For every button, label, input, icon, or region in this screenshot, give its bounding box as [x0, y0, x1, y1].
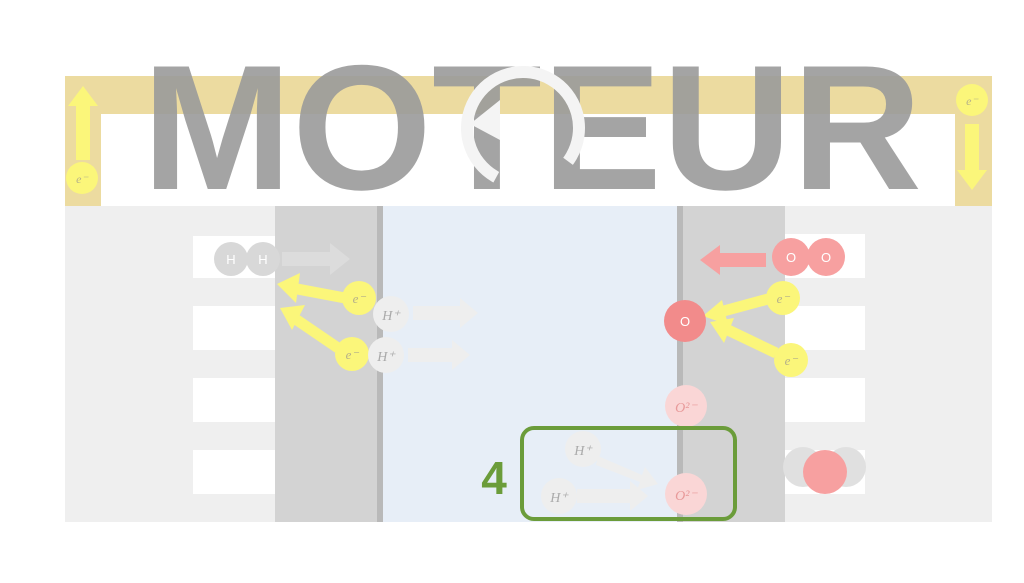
svg-text:O: O: [786, 250, 796, 265]
proton-1: H⁺: [373, 296, 478, 332]
svg-text:O²⁻: O²⁻: [675, 489, 698, 504]
water-molecule: [783, 447, 866, 494]
motor-title: MOTEUR: [142, 28, 922, 227]
svg-text:e⁻: e⁻: [777, 291, 791, 306]
step-number: 4: [481, 452, 507, 504]
svg-text:e⁻: e⁻: [76, 172, 89, 186]
cathode-electron-2: e⁻: [774, 343, 808, 377]
hydrogen-molecule: H H: [214, 242, 350, 276]
motor-title-text: MOTEUR: [142, 28, 922, 227]
svg-text:H: H: [226, 252, 235, 267]
anode-electron-2: e⁻: [335, 337, 369, 371]
cathode-electron-arrows: [718, 293, 779, 358]
step-4-highlight-box: [520, 426, 737, 521]
oxygen-molecule: O O: [700, 238, 845, 276]
circuit-electron-right: e⁻: [956, 84, 988, 116]
svg-text:e⁻: e⁻: [346, 347, 360, 362]
circuit-electron-left: e⁻: [66, 162, 98, 194]
svg-text:H⁺: H⁺: [549, 491, 569, 506]
svg-text:H⁺: H⁺: [381, 309, 401, 324]
cathode-electron-1: e⁻: [766, 281, 800, 315]
svg-text:e⁻: e⁻: [966, 94, 979, 108]
circuit-electron-up-arrow-icon: [68, 86, 98, 160]
svg-text:e⁻: e⁻: [785, 353, 799, 368]
svg-text:O²⁻: O²⁻: [675, 401, 698, 416]
oxygen-atom: O: [664, 300, 706, 342]
svg-text:O: O: [680, 314, 690, 329]
svg-text:H⁺: H⁺: [376, 350, 396, 365]
circuit-electron-down-arrow-icon: [957, 124, 987, 190]
proton-2: H⁺: [368, 337, 470, 373]
step-4-reaction: H⁺ H⁺ O²⁻: [541, 431, 707, 515]
cathode-electron-arrowheads-icon: [703, 300, 734, 343]
anode-electron-1: e⁻: [342, 281, 376, 315]
rotate-arrow-icon: [461, 66, 585, 190]
svg-text:H: H: [258, 252, 267, 267]
anode-electron-arrows: [290, 282, 347, 353]
cathode-edge: [677, 206, 683, 522]
svg-text:H⁺: H⁺: [573, 444, 593, 459]
oxide-ion-1: O²⁻: [665, 385, 707, 427]
svg-text:e⁻: e⁻: [353, 291, 367, 306]
anode-electron-arrowheads-icon: [277, 273, 305, 330]
svg-text:O: O: [821, 250, 831, 265]
